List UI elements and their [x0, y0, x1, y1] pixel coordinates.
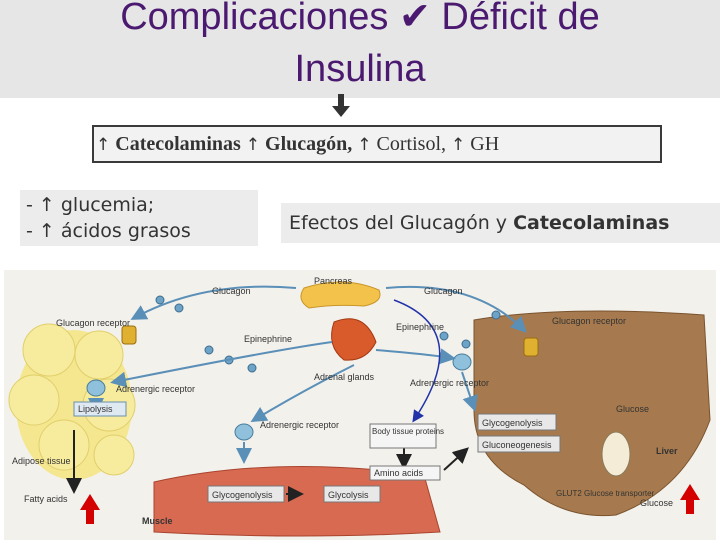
adrenergic-receptor-mid-icon [234, 423, 254, 441]
glycolysis-box [323, 485, 381, 503]
label-epinephrine-right: Epinephrine [396, 322, 444, 332]
label-adrenergic-receptor-right: Adrenergic receptor [410, 378, 489, 388]
title-bar [0, 0, 720, 98]
hormones-box: ↑ Catecolaminas ↑ Glucagón, ↑ Cortisol, … [92, 125, 662, 163]
up-arrow-icon: ↑ [245, 135, 261, 155]
metabolic-diagram: Pancreas Glucagon Glucagon Glucagon rece… [4, 270, 716, 540]
label-lipolysis: Lipolysis [78, 404, 113, 414]
glucagon-receptor-right-icon [523, 337, 539, 357]
lipolysis-box [73, 401, 127, 417]
label-adrenergic-receptor-left: Adrenergic receptor [116, 384, 195, 394]
hormone-cortisol: Cortisol, [376, 133, 446, 155]
caption-bold: Catecolaminas [513, 212, 670, 234]
liver-shape [473, 310, 711, 517]
effect-glucemia: - ↑ glucemia; [26, 194, 155, 216]
label-body-tissue-proteins: Body tissue proteins [372, 427, 444, 436]
up-arrow-icon: ↑ [451, 135, 466, 155]
increase-arrows [80, 484, 700, 524]
caption-prefix: Efectos del Glucagón y [289, 212, 514, 234]
label-glucagon-receptor-left: Glucagon receptor [56, 318, 130, 328]
adrenergic-receptor-left-icon [86, 379, 106, 397]
label-muscle: Muscle [142, 516, 173, 526]
label-liver: Liver [656, 446, 678, 456]
diagram-svg: Pancreas Glucagon Glucagon Glucagon rece… [8, 276, 711, 537]
body-tissue-proteins-box [369, 423, 437, 449]
label-fatty-acids: Fatty acids [24, 494, 68, 504]
glut2-transporter-icon [601, 431, 631, 477]
label-glycogenolysis-muscle: Glycogenolysis [212, 490, 273, 500]
label-adrenal-glands: Adrenal glands [314, 372, 375, 382]
increase-arrow-glucose-icon [680, 484, 700, 514]
down-arrow-icon [332, 94, 350, 117]
glycogenolysis-liver-box [477, 413, 557, 431]
label-glucose-bottom: Glucose [640, 498, 673, 508]
up-arrow-icon: ↑ [96, 135, 111, 155]
label-glucagon-receptor-right: Glucagon receptor [552, 316, 626, 326]
adrenergic-receptor-right-icon [452, 353, 472, 371]
hormone-glucagon: Glucagón, [265, 133, 353, 155]
label-glut2: GLUT2 Glucose transporter [556, 489, 655, 498]
label-pancreas: Pancreas [314, 276, 353, 286]
label-gluconeogenesis: Gluconeogenesis [482, 440, 552, 450]
hormone-gh: GH [470, 133, 500, 155]
slide-title-line1: Complicaciones ✔ Déficit de [120, 0, 600, 38]
adrenal-gland-shape [331, 318, 377, 361]
label-glycolysis: Glycolysis [328, 490, 369, 500]
figure-caption: Efectos del Glucagón y Catecolaminas [281, 203, 720, 243]
glycogenolysis-muscle-box [207, 485, 285, 503]
amino-acids-box [369, 465, 441, 481]
gluconeogenesis-box [477, 435, 561, 453]
label-glycogenolysis-liver: Glycogenolysis [482, 418, 543, 428]
label-glucose-top: Glucose [616, 404, 649, 414]
slide-title-line2: Insulina [294, 48, 426, 90]
effect-acidos-grasos: - ↑ ácidos grasos [26, 220, 191, 242]
label-glucagon-right: Glucagon [424, 286, 463, 296]
label-glucagon-left: Glucagon [212, 286, 251, 296]
label-amino-acids: Amino acids [374, 468, 424, 478]
glucagon-receptor-left-icon [121, 325, 137, 345]
hormone-molecules [155, 295, 501, 373]
label-epinephrine-left: Epinephrine [244, 334, 292, 344]
hormone-catecolaminas: Catecolaminas [115, 133, 241, 155]
increase-arrow-fatty-acids-icon [80, 494, 100, 524]
effects-box: - ↑ glucemia; - ↑ ácidos grasos [20, 190, 258, 246]
label-adipose-tissue: Adipose tissue [12, 456, 71, 466]
label-adrenergic-receptor-mid: Adrenergic receptor [260, 420, 339, 430]
pancreas-shape [300, 281, 381, 309]
up-arrow-icon: ↑ [357, 135, 372, 155]
pathway-arrows [66, 285, 527, 502]
